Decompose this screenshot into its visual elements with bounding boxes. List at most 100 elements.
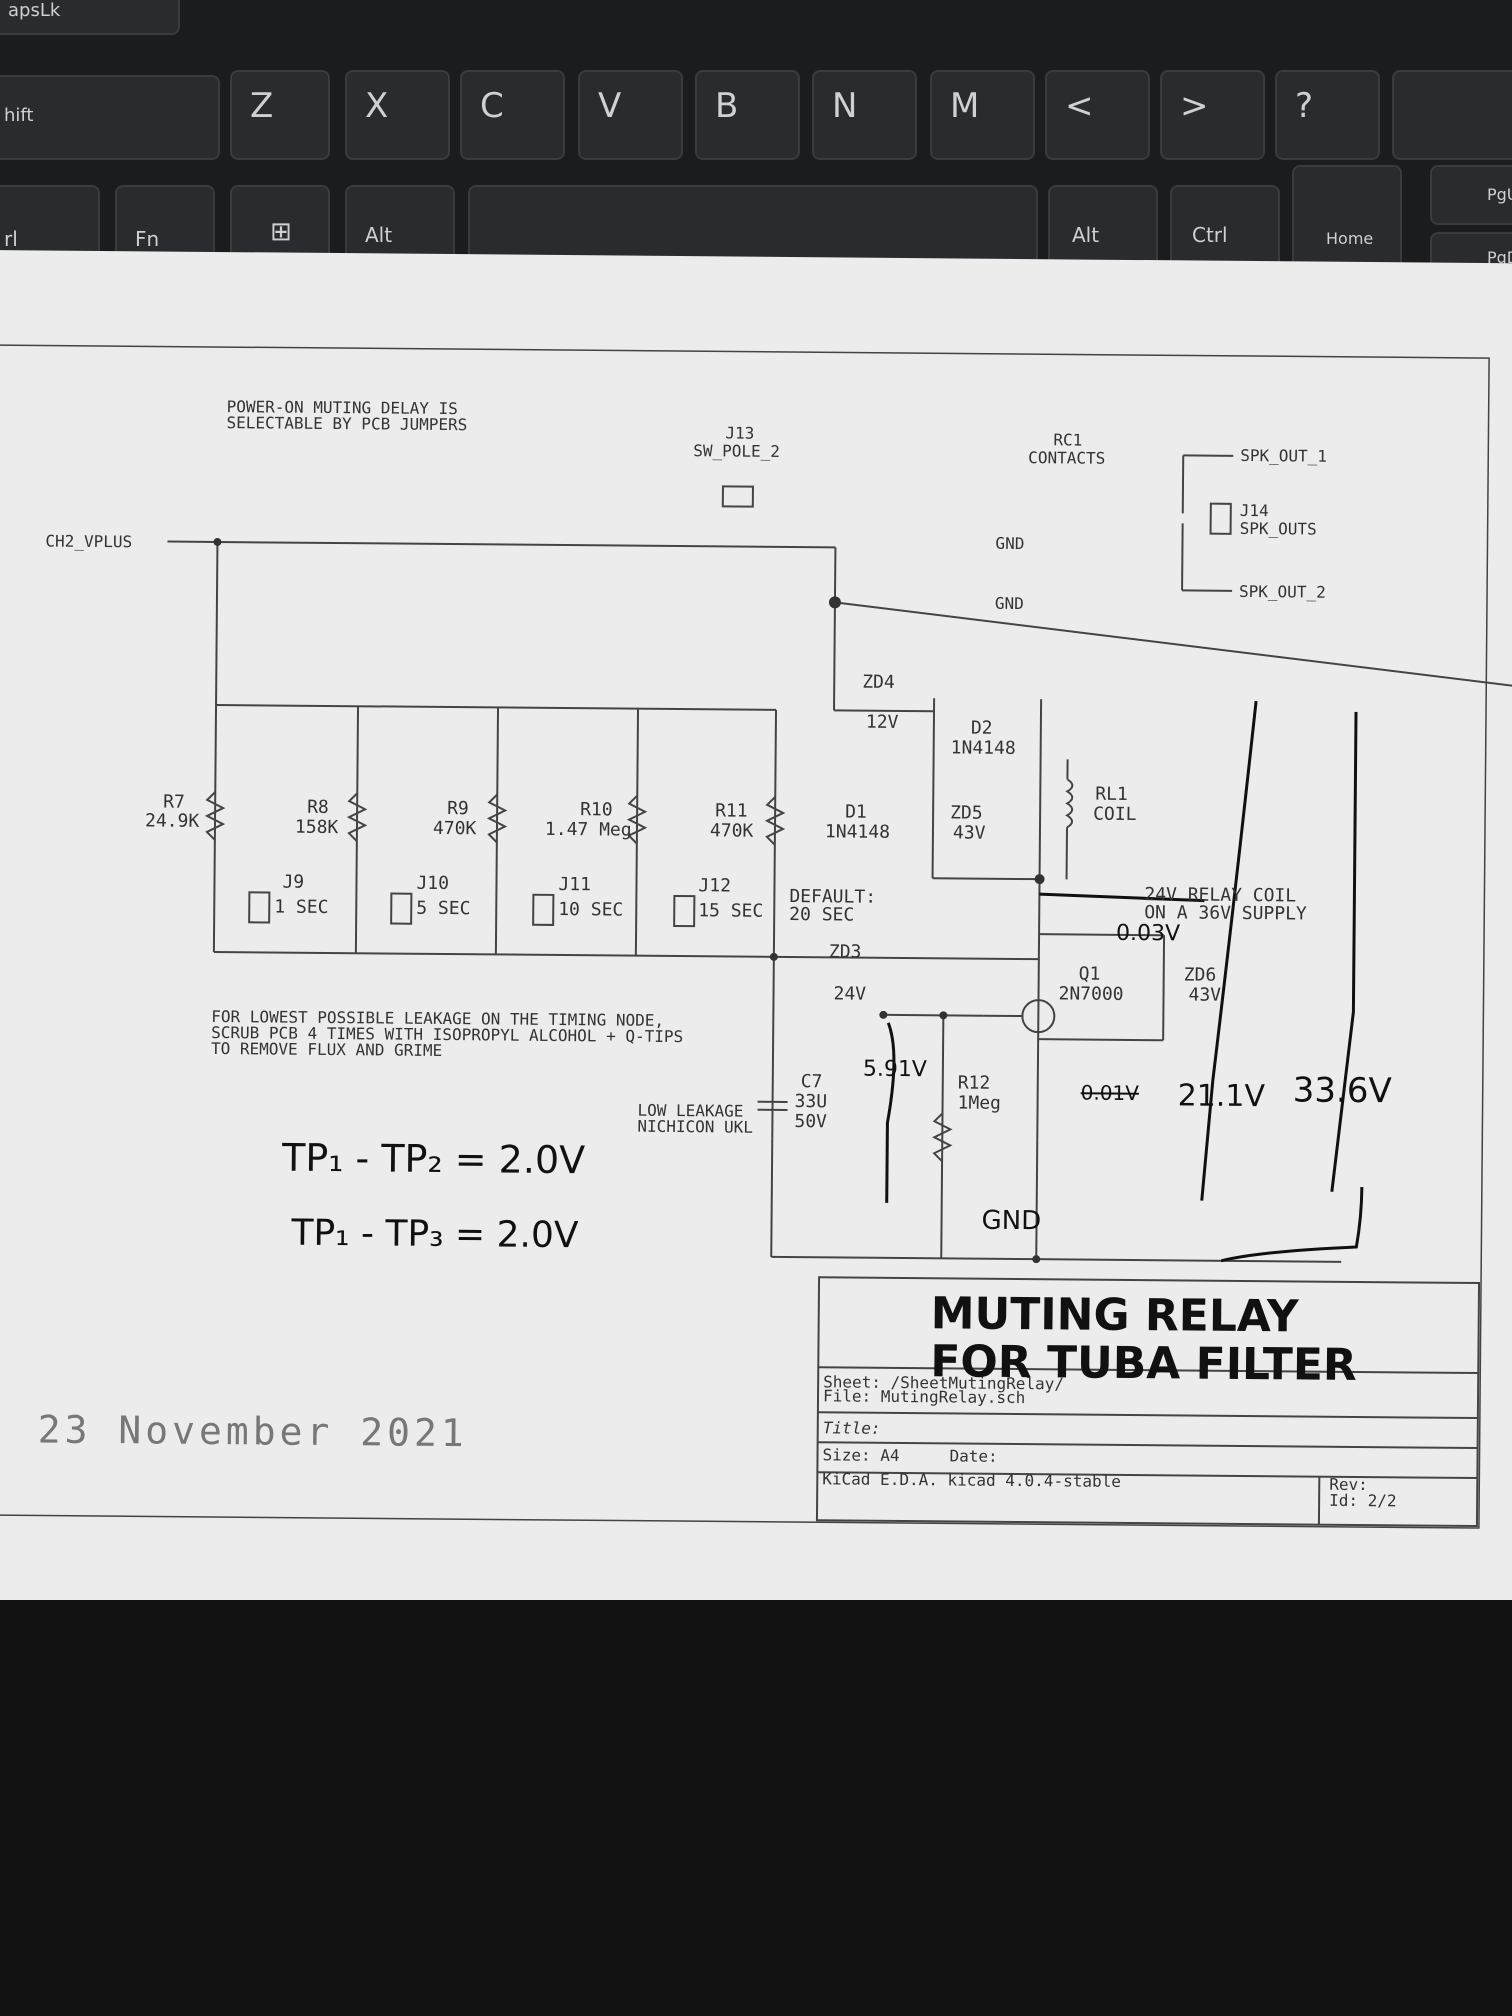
label-r9: R9: [447, 798, 469, 819]
note-muting-delay-2: SELECTABLE BY PCB JUMPERS: [226, 413, 467, 434]
key-shift-right: [1392, 70, 1512, 160]
handwritten-gate-voltage: 5.91V: [863, 1057, 927, 1083]
net-label-ch2-vplus: CH2_VPLUS: [45, 531, 132, 551]
relay-coil-rl1: [1065, 778, 1074, 829]
jumper-j10: [390, 892, 413, 925]
handwritten-tp1-tp3: TP₁ - TP₃ = 2.0V: [290, 1213, 579, 1257]
jumper-j11: [532, 893, 555, 926]
note-default-time: 20 SEC: [789, 904, 854, 926]
note-relay-supply: ON A 36V SUPPLY: [1144, 902, 1307, 924]
resistor-r9: [486, 793, 508, 844]
key-shift: hift: [0, 75, 220, 160]
handwritten-gnd: GND: [981, 1206, 1041, 1237]
dark-background-lap: [0, 1600, 1512, 2016]
jumper-j9: [248, 891, 271, 924]
schematic-drawing: POWER-ON MUTING DELAY IS SELECTABLE BY P…: [0, 344, 1512, 1529]
jumper-j12: [673, 894, 696, 928]
label-q1: Q1: [1079, 964, 1101, 985]
value-rl1: COIL: [1093, 804, 1137, 825]
net-label-spk-out-2: SPK_OUT_2: [1239, 582, 1326, 602]
key-slash: ?: [1275, 70, 1380, 160]
value-zd4: 12V: [866, 712, 899, 733]
key-pgup: PgU: [1430, 165, 1512, 225]
label-spk-outs: SPK_OUTS: [1240, 519, 1317, 539]
handwritten-voltage-33v: 33.6V: [1293, 1070, 1392, 1111]
note-leakage-3: TO REMOVE FLUX AND GRIME: [211, 1039, 442, 1060]
value-r11: 470K: [710, 820, 754, 841]
value-r10: 1.47 Meg: [545, 819, 632, 841]
label-r12: R12: [958, 1072, 991, 1093]
resistor-r12: [932, 1112, 953, 1163]
printed-date: 23 November 2021: [38, 1407, 468, 1455]
value-j12: 15 SEC: [698, 900, 763, 922]
label-c7: C7: [801, 1071, 823, 1092]
net-label-spk-out-1: SPK_OUT_1: [1240, 446, 1327, 466]
title-block-file: File: MutingRelay.sch: [823, 1386, 1025, 1407]
title-block-kicad: KiCad E.D.A. kicad 4.0.4-stable: [822, 1469, 1121, 1491]
value-c7-voltage: 50V: [794, 1111, 827, 1132]
title-block-frame: [815, 1276, 1481, 1528]
value-q1: 2N7000: [1058, 983, 1123, 1005]
label-zd6: ZD6: [1184, 964, 1217, 985]
drawing-border: [0, 344, 1490, 1529]
title-block-date-label: Date:: [949, 1446, 997, 1465]
note-low-leakage: LOW LEAKAGE: [637, 1101, 743, 1121]
handwritten-voltage-21v: 21.1V: [1178, 1078, 1266, 1114]
title-block-sheet: Sheet: /SheetMutingRelay/: [823, 1372, 1064, 1393]
label-r8: R8: [307, 797, 329, 818]
resistor-r11: [764, 796, 786, 846]
note-relay-coil: 24V RELAY COIL: [1144, 884, 1296, 906]
key-b: B: [695, 70, 800, 160]
value-r7: 24.9K: [145, 810, 200, 831]
printed-schematic-sheet: POWER-ON MUTING DELAY IS SELECTABLE BY P…: [0, 250, 1512, 1704]
label-rl1: RL1: [1095, 784, 1128, 805]
value-zd3: 24V: [833, 983, 866, 1004]
label-r10: R10: [580, 799, 613, 820]
title-block-size: Size: A4: [822, 1445, 899, 1465]
value-r12: 1Meg: [958, 1092, 1002, 1113]
title-block-rev: Rev:: [1329, 1475, 1368, 1494]
value-j9: 1 SEC: [274, 897, 328, 918]
key-z: Z: [230, 70, 330, 160]
note-nichicon: NICHICON UKL: [637, 1117, 753, 1137]
key-m: M: [930, 70, 1035, 160]
value-j11: 10 SEC: [558, 899, 623, 921]
label-zd4: ZD4: [862, 672, 895, 693]
key-period: >: [1160, 70, 1265, 160]
key-home: Home: [1292, 165, 1402, 275]
label-gnd-2: GND: [995, 594, 1024, 613]
value-r9: 470K: [433, 818, 477, 839]
label-r7: R7: [163, 792, 185, 813]
label-j9: J9: [282, 872, 304, 893]
key-n: N: [812, 70, 917, 160]
handwritten-tp1-tp2: TP₁ - TP₂ = 2.0V: [281, 1136, 585, 1183]
label-rc1: RC1: [1053, 430, 1082, 449]
label-j12: J12: [698, 875, 731, 896]
note-muting-delay: POWER-ON MUTING DELAY IS: [227, 397, 458, 418]
title-block-id: Id: 2/2: [1329, 1491, 1397, 1511]
value-c7-cap: 33U: [795, 1091, 828, 1112]
laptop-keyboard: apsLk hift Z X C V B N M < > ? rl Fn ⊞ A…: [0, 0, 1512, 282]
label-j13: J13: [725, 423, 754, 442]
value-d2: 1N4148: [951, 737, 1016, 759]
label-contacts: CONTACTS: [1028, 448, 1105, 468]
title-block-title-label: Title:: [823, 1418, 881, 1438]
value-zd6: 43V: [1188, 984, 1221, 1005]
jumper-j14: [1209, 502, 1232, 535]
label-zd3: ZD3: [829, 941, 862, 962]
key-x: X: [345, 70, 450, 160]
resistor-r8: [346, 792, 368, 842]
value-zd5: 43V: [953, 822, 986, 843]
key-v: V: [578, 70, 683, 160]
title-line-2: FOR TUBA FILTER: [930, 1336, 1357, 1391]
handwritten-coil-voltage: 0.03V: [1116, 921, 1180, 947]
label-j10: J10: [416, 873, 449, 894]
resistor-r10: [626, 794, 648, 845]
note-leakage-1: FOR LOWEST POSSIBLE LEAKAGE ON THE TIMIN…: [211, 1007, 664, 1030]
key-comma: <: [1045, 70, 1150, 160]
key-capslock: apsLk: [0, 0, 180, 35]
value-d1: 1N4148: [825, 821, 890, 843]
label-sw-pole: SW_POLE_2: [693, 441, 780, 461]
value-r8: 158K: [295, 817, 339, 838]
label-d2: D2: [971, 718, 993, 739]
